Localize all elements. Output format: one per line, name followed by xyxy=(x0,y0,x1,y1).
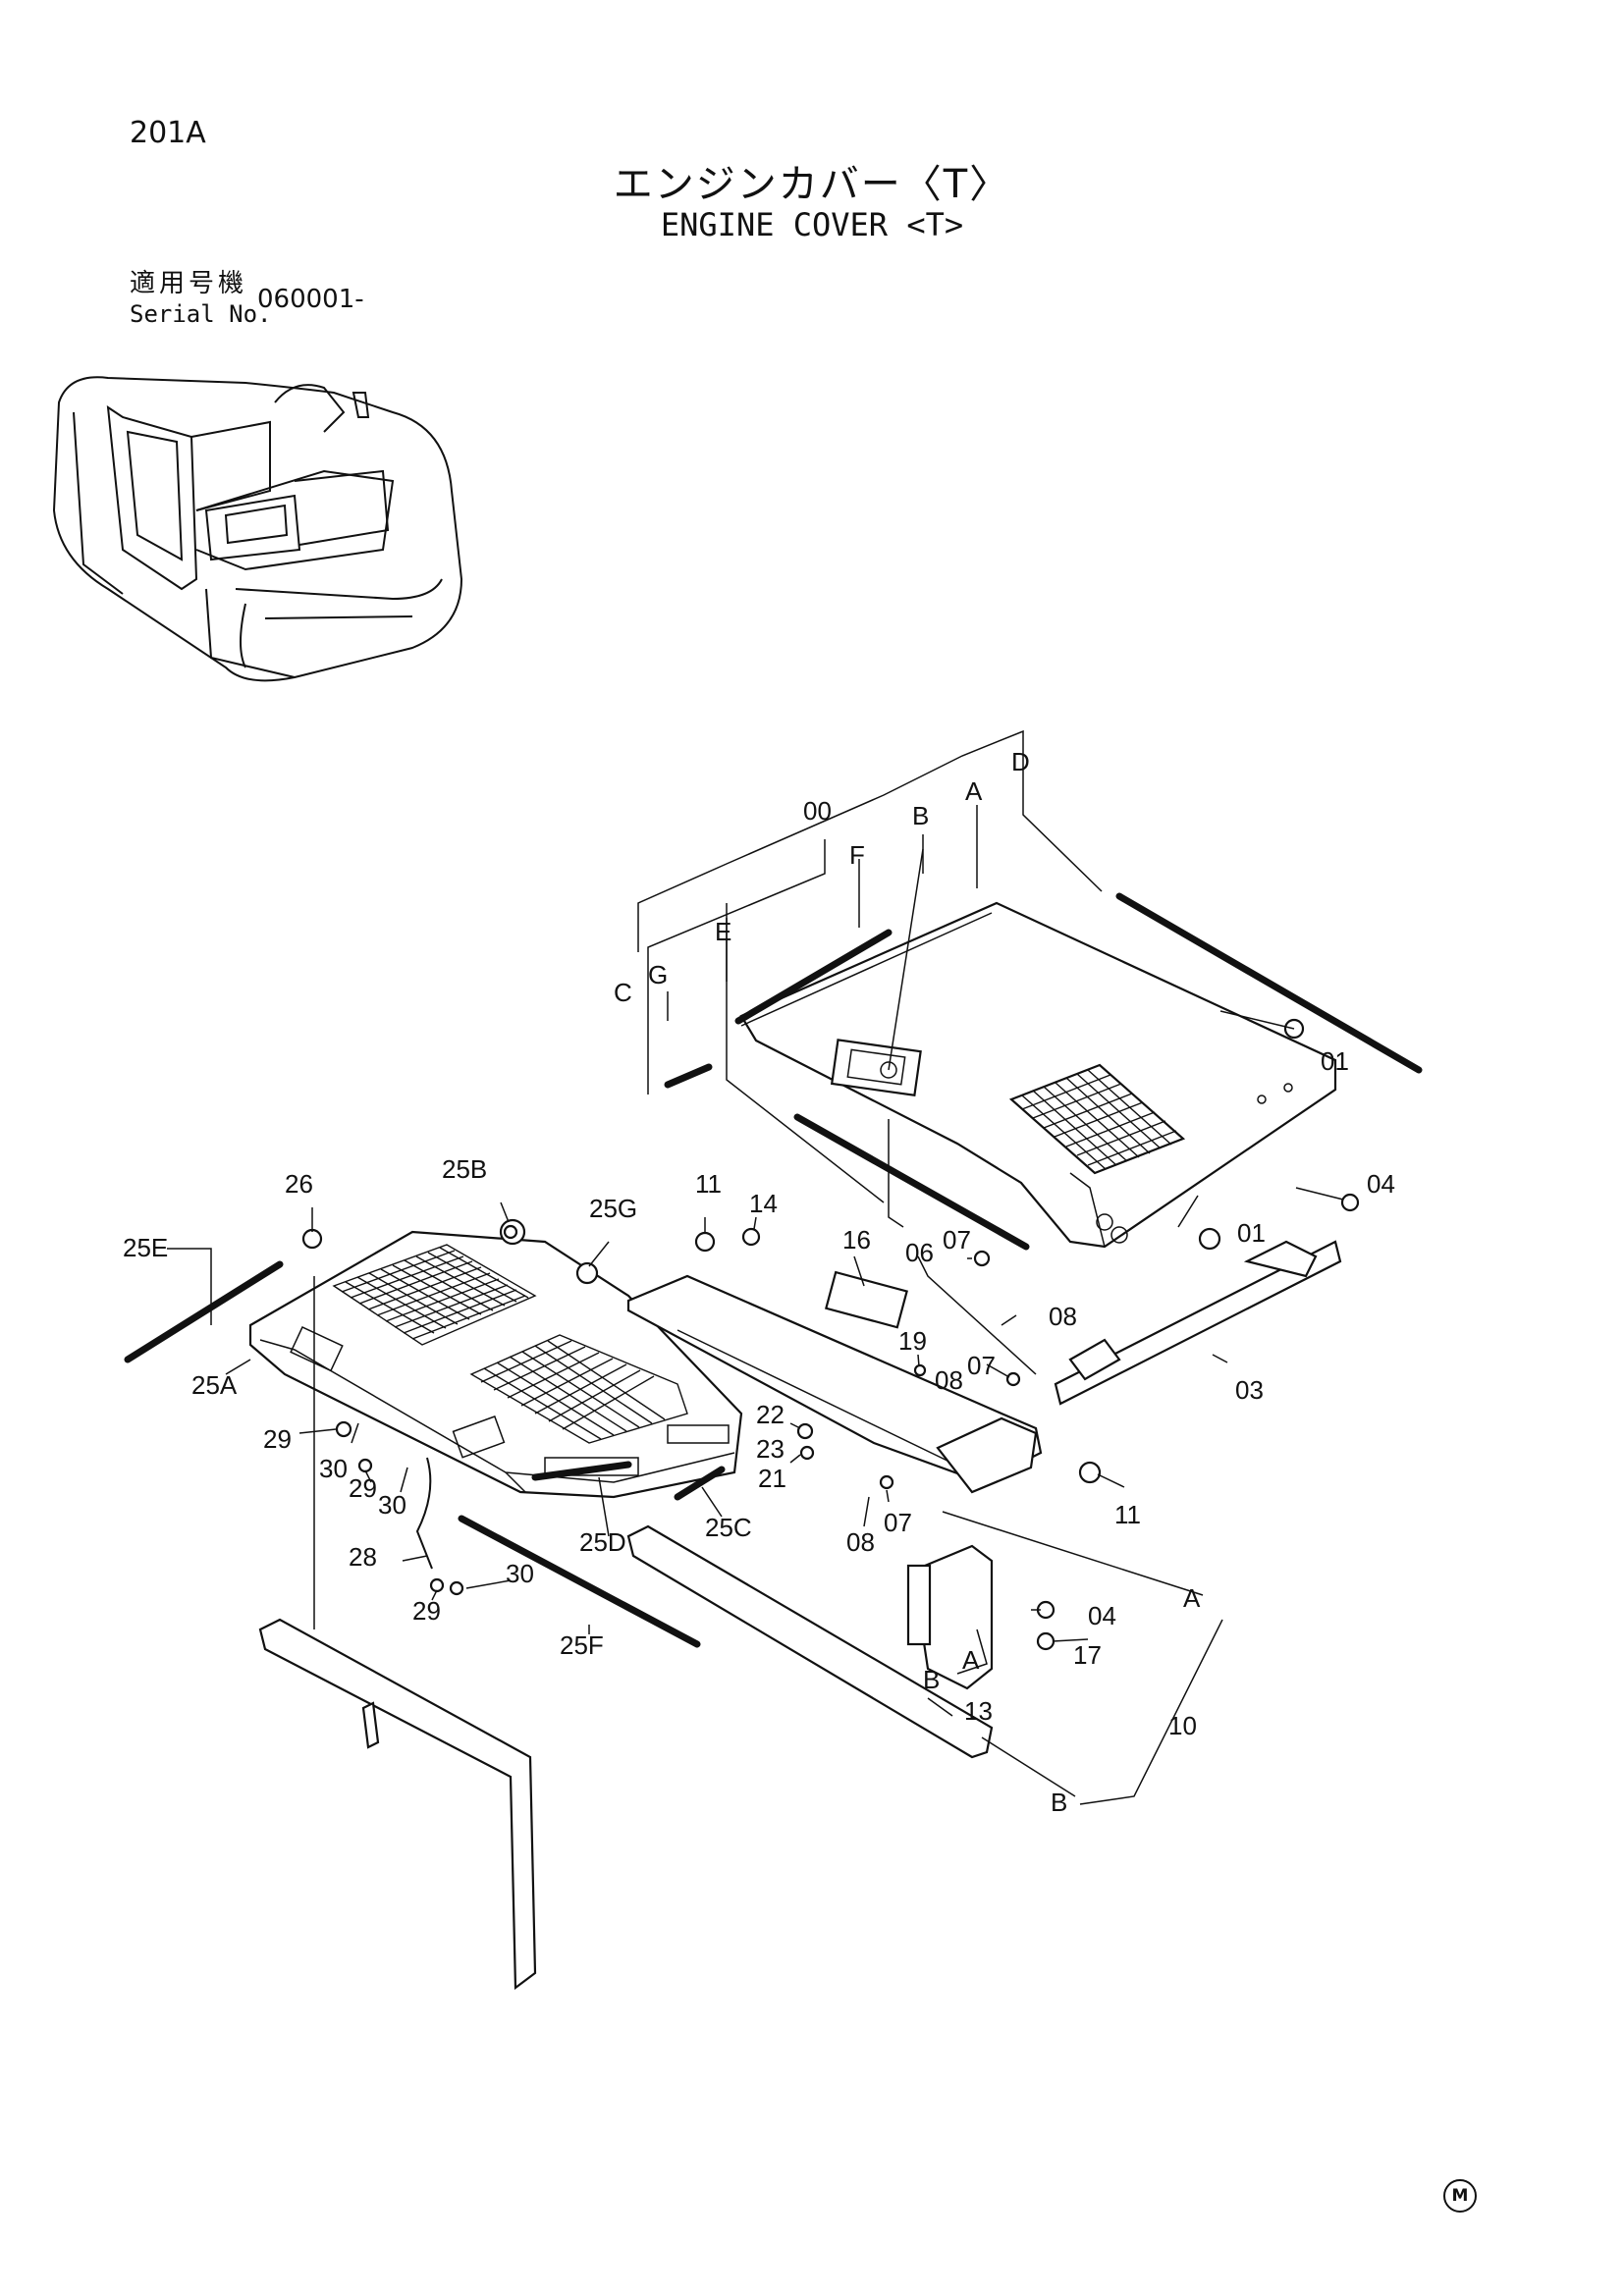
callout: 29 xyxy=(263,1424,292,1454)
callout: 11 xyxy=(1114,1500,1141,1529)
callout: G xyxy=(648,960,668,989)
corner-mark: M xyxy=(1443,2179,1477,2213)
strip-G xyxy=(664,1063,713,1089)
strip-E xyxy=(793,1113,1030,1251)
title-japanese: エンジンカバー〈T〉 xyxy=(613,162,1011,207)
center-bracket-panel xyxy=(626,1270,1043,1690)
support-frame xyxy=(258,1276,537,1991)
strip-F xyxy=(734,929,893,1025)
callout: 04 xyxy=(1088,1601,1116,1630)
callout: B xyxy=(1051,1788,1067,1817)
callout: C xyxy=(614,978,632,1007)
leader-lines xyxy=(167,729,1344,1805)
callout: A xyxy=(962,1645,980,1675)
upper-cover-panel xyxy=(739,901,1337,1249)
upper-seal-strips xyxy=(664,892,1423,1251)
callout: 01 xyxy=(1237,1218,1266,1248)
callout: B xyxy=(912,801,929,830)
callout: 25E xyxy=(123,1233,168,1262)
callout: 26 xyxy=(285,1169,313,1199)
hardware xyxy=(301,1018,1360,1651)
callout: 03 xyxy=(1235,1375,1264,1405)
callout: 21 xyxy=(758,1464,786,1493)
callout: 08 xyxy=(935,1365,963,1395)
strip-25D xyxy=(531,1461,632,1481)
callout: 07 xyxy=(967,1351,996,1380)
serial-number-value: 060001- xyxy=(257,285,364,314)
strip-D xyxy=(1115,892,1423,1074)
callout: 08 xyxy=(846,1527,875,1557)
bracket-13 xyxy=(911,1544,994,1690)
callout: 23 xyxy=(756,1434,785,1464)
callout: B xyxy=(923,1665,940,1694)
lower-seal-strips xyxy=(124,1260,726,1648)
serial-label-japanese: 適用号機 xyxy=(130,269,248,298)
callout: 25G xyxy=(589,1194,637,1223)
serial-label-english: Serial No. xyxy=(130,300,272,328)
callout: 17 xyxy=(1073,1640,1102,1670)
strip-25F xyxy=(458,1515,701,1648)
callout: 29 xyxy=(349,1473,377,1503)
callout: A xyxy=(1183,1583,1201,1613)
callout: 25C xyxy=(705,1513,752,1542)
callout: F xyxy=(849,840,865,870)
excavator-thumbnail xyxy=(52,376,463,682)
rod-28 xyxy=(415,1457,433,1570)
strip-25E xyxy=(124,1260,284,1363)
callout: 10 xyxy=(1168,1711,1197,1740)
callout: 25F xyxy=(560,1630,604,1660)
callout: 30 xyxy=(506,1559,534,1588)
callout: 25D xyxy=(579,1527,626,1557)
callout: 04 xyxy=(1367,1169,1395,1199)
callout: D xyxy=(1011,747,1030,776)
lower-rail xyxy=(626,1524,994,1759)
callout-labels: 00 A B C D E F G 01 01 04 03 11 14 16 06… xyxy=(123,747,1395,1817)
callout: 06 xyxy=(905,1238,934,1267)
callout: 30 xyxy=(319,1454,348,1483)
callout: 28 xyxy=(349,1542,377,1572)
page-code: 201A xyxy=(130,116,206,150)
upper-cover-grille xyxy=(1008,1063,1186,1175)
callout: 08 xyxy=(1049,1302,1077,1331)
callout: 13 xyxy=(964,1696,993,1726)
callout: 07 xyxy=(884,1508,912,1537)
callout: 30 xyxy=(378,1490,406,1520)
callout: 19 xyxy=(898,1326,927,1356)
callout: 25A xyxy=(191,1370,238,1400)
callout: 14 xyxy=(749,1189,778,1218)
bracket-03 xyxy=(1054,1240,1342,1406)
left-cover-25A xyxy=(248,1230,743,1499)
title-english: ENGINE COVER <T> xyxy=(660,206,964,243)
callout: 07 xyxy=(943,1225,971,1255)
left-cover-grille xyxy=(332,1244,688,1444)
plate-16 xyxy=(824,1270,908,1329)
callout: 22 xyxy=(756,1400,785,1429)
callout: 01 xyxy=(1321,1046,1349,1076)
callout: A xyxy=(965,776,983,806)
strip-25C xyxy=(674,1466,726,1501)
callout: 29 xyxy=(412,1596,441,1626)
callout: E xyxy=(715,917,731,946)
callout: 11 xyxy=(695,1169,722,1199)
callout: 25B xyxy=(442,1154,487,1184)
callout: 16 xyxy=(842,1225,871,1255)
callout: 00 xyxy=(803,796,832,826)
